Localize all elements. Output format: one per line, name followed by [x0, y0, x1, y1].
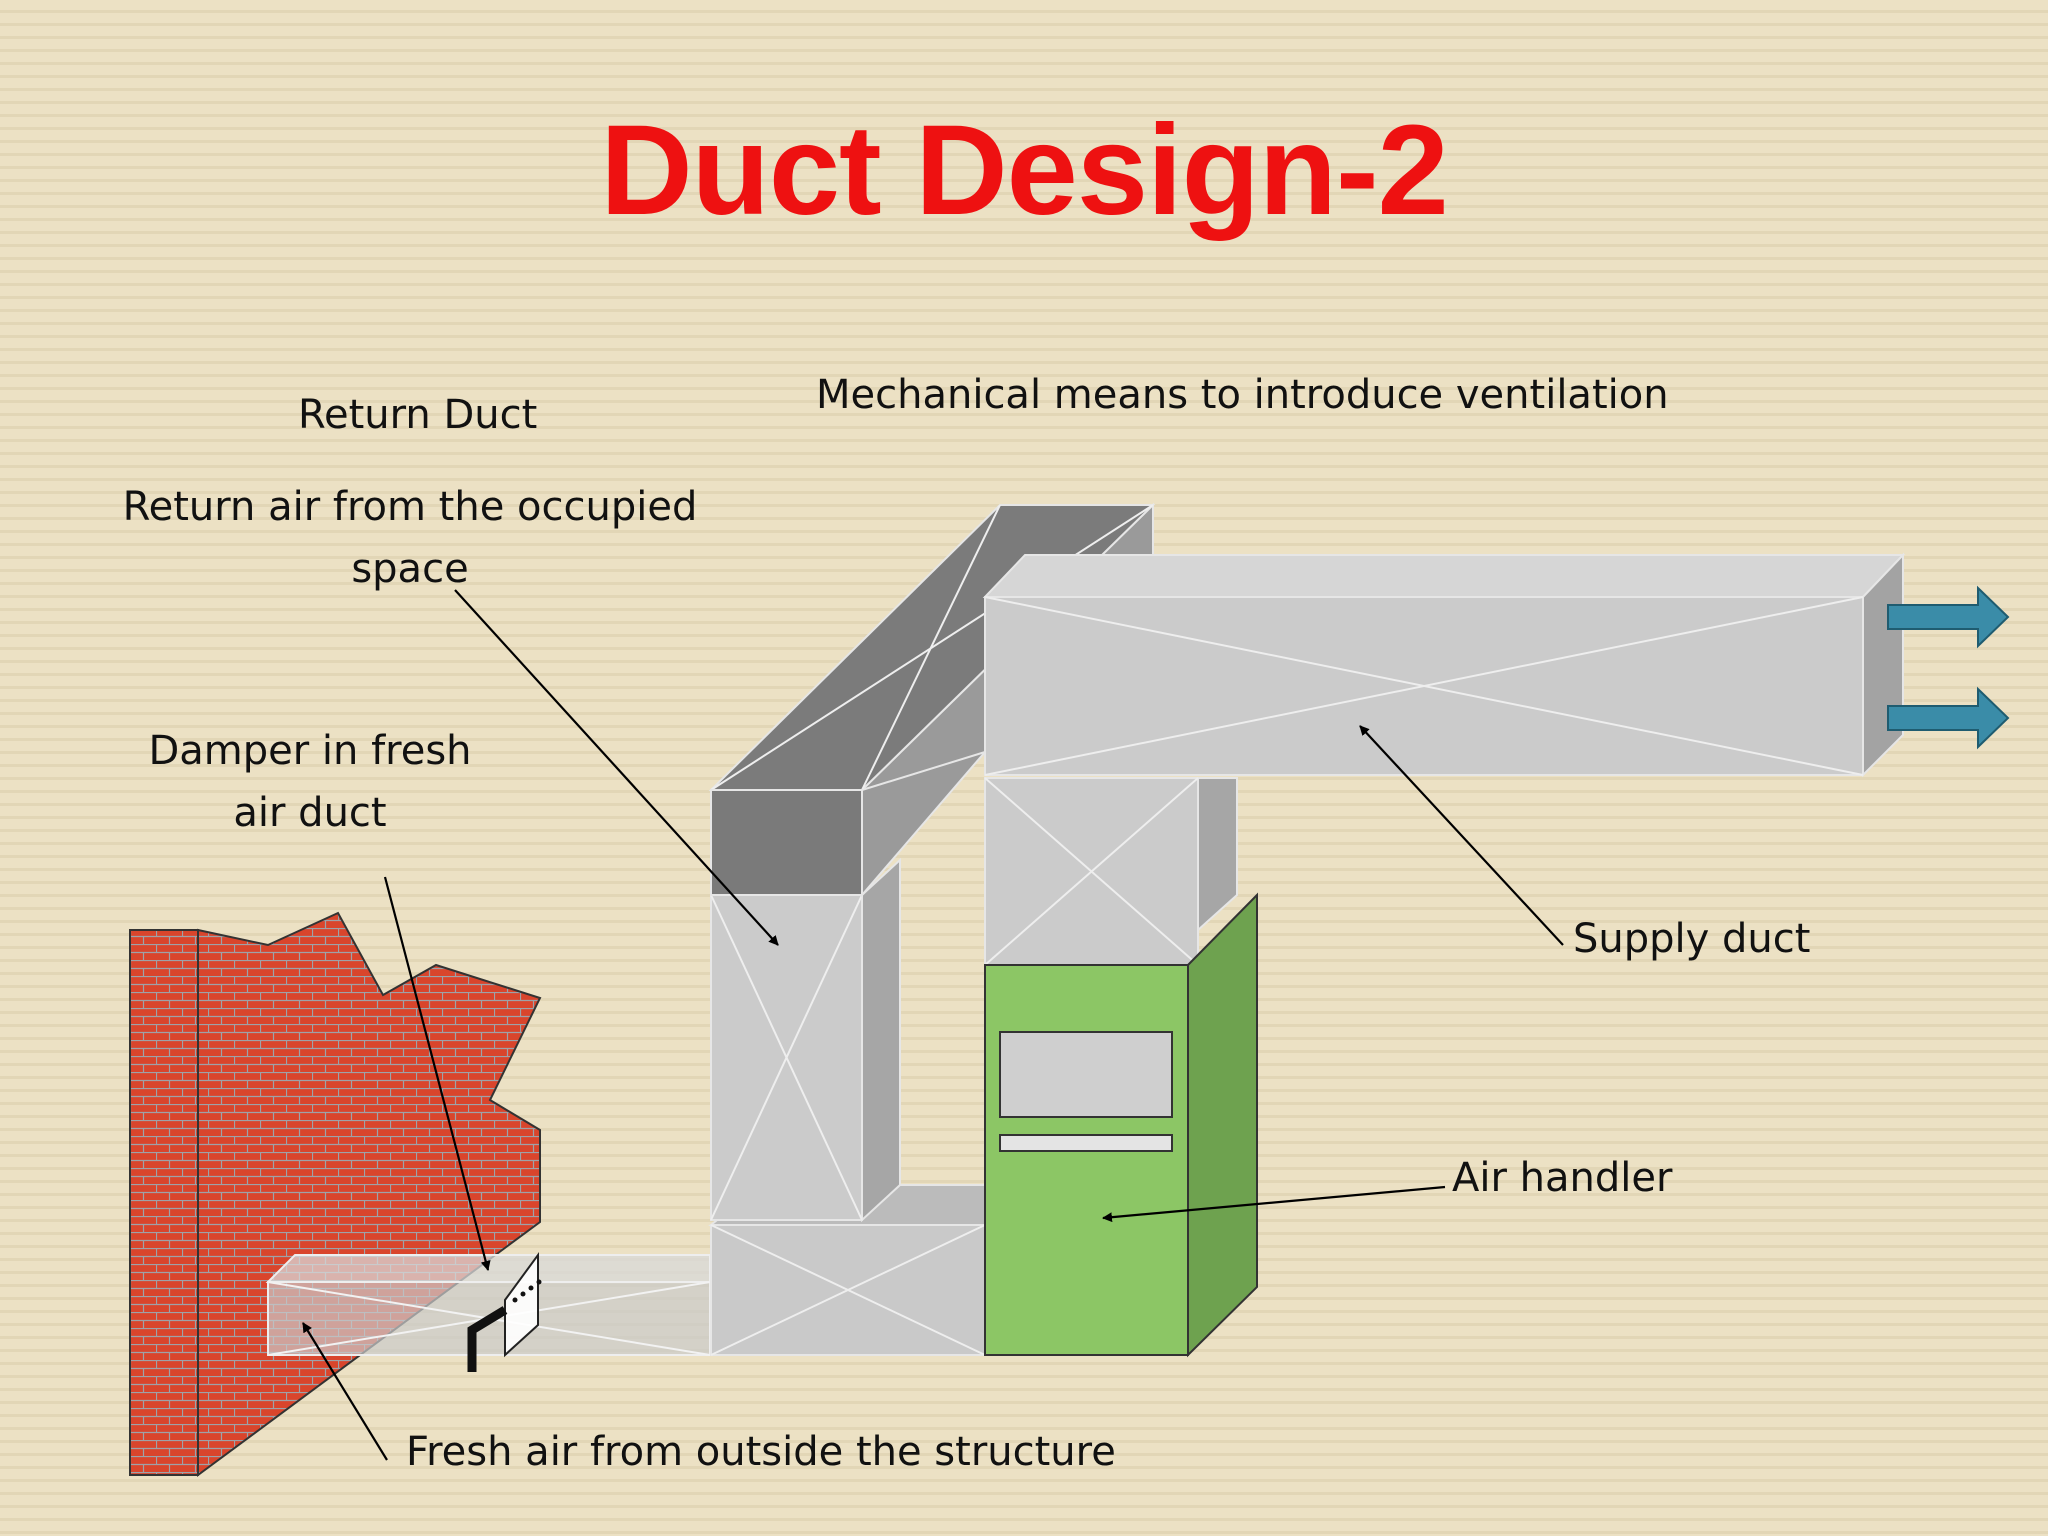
mechanical-ventilation-label: Mechanical means to introduce ventilatio… [816, 372, 1669, 418]
air-handler-label: Air handler [1452, 1155, 1673, 1201]
brick-wall [129, 911, 542, 1477]
supply-riser [984, 777, 1238, 966]
leader-damper [383, 876, 491, 1271]
supply-duct-top [982, 554, 1906, 598]
air-handler [984, 892, 1258, 1358]
fresh-air-duct [265, 1254, 711, 1356]
damper-blade [504, 1251, 539, 1358]
fresh-air-label: Fresh air from outside the structure [406, 1429, 1116, 1475]
supply-duct-label: Supply duct [1573, 916, 1811, 962]
air-handler-front [984, 964, 1189, 1356]
leader-fresh-air [302, 1322, 388, 1461]
leader-lines [302, 589, 1564, 1461]
air-handler-slot [999, 1134, 1173, 1152]
return-air-line1: Return air from the occupied [122, 484, 698, 530]
brick-wall-side [129, 929, 199, 1476]
leader-return-air [454, 589, 779, 946]
leader-air-handler [1102, 1185, 1446, 1223]
damper-label: Damper in fresh air duct [110, 720, 510, 844]
leader-supply-duct [1359, 725, 1564, 946]
supply-duct [982, 552, 1906, 778]
return-elbow-front [710, 789, 863, 896]
outlet-arrow-icon [1887, 585, 2010, 649]
outlet-arrow-icon [1887, 686, 2010, 750]
return-air-line2: space [351, 546, 469, 592]
supply-outlet-arrows [1887, 585, 2010, 750]
damper-line2: air duct [233, 790, 387, 836]
damper-handle [467, 1306, 508, 1372]
return-air-label: Return air from the occupied space [110, 476, 710, 600]
return-duct-label: Return Duct [298, 392, 538, 438]
page-title: Duct Design-2 [600, 99, 1449, 242]
air-handler-side [1187, 892, 1258, 1358]
air-handler-panel [999, 1031, 1173, 1118]
return-vertical-side [861, 857, 901, 1223]
damper-line1: Damper in fresh [148, 728, 472, 774]
damper [467, 1251, 542, 1372]
brick-wall-face [197, 911, 542, 1477]
